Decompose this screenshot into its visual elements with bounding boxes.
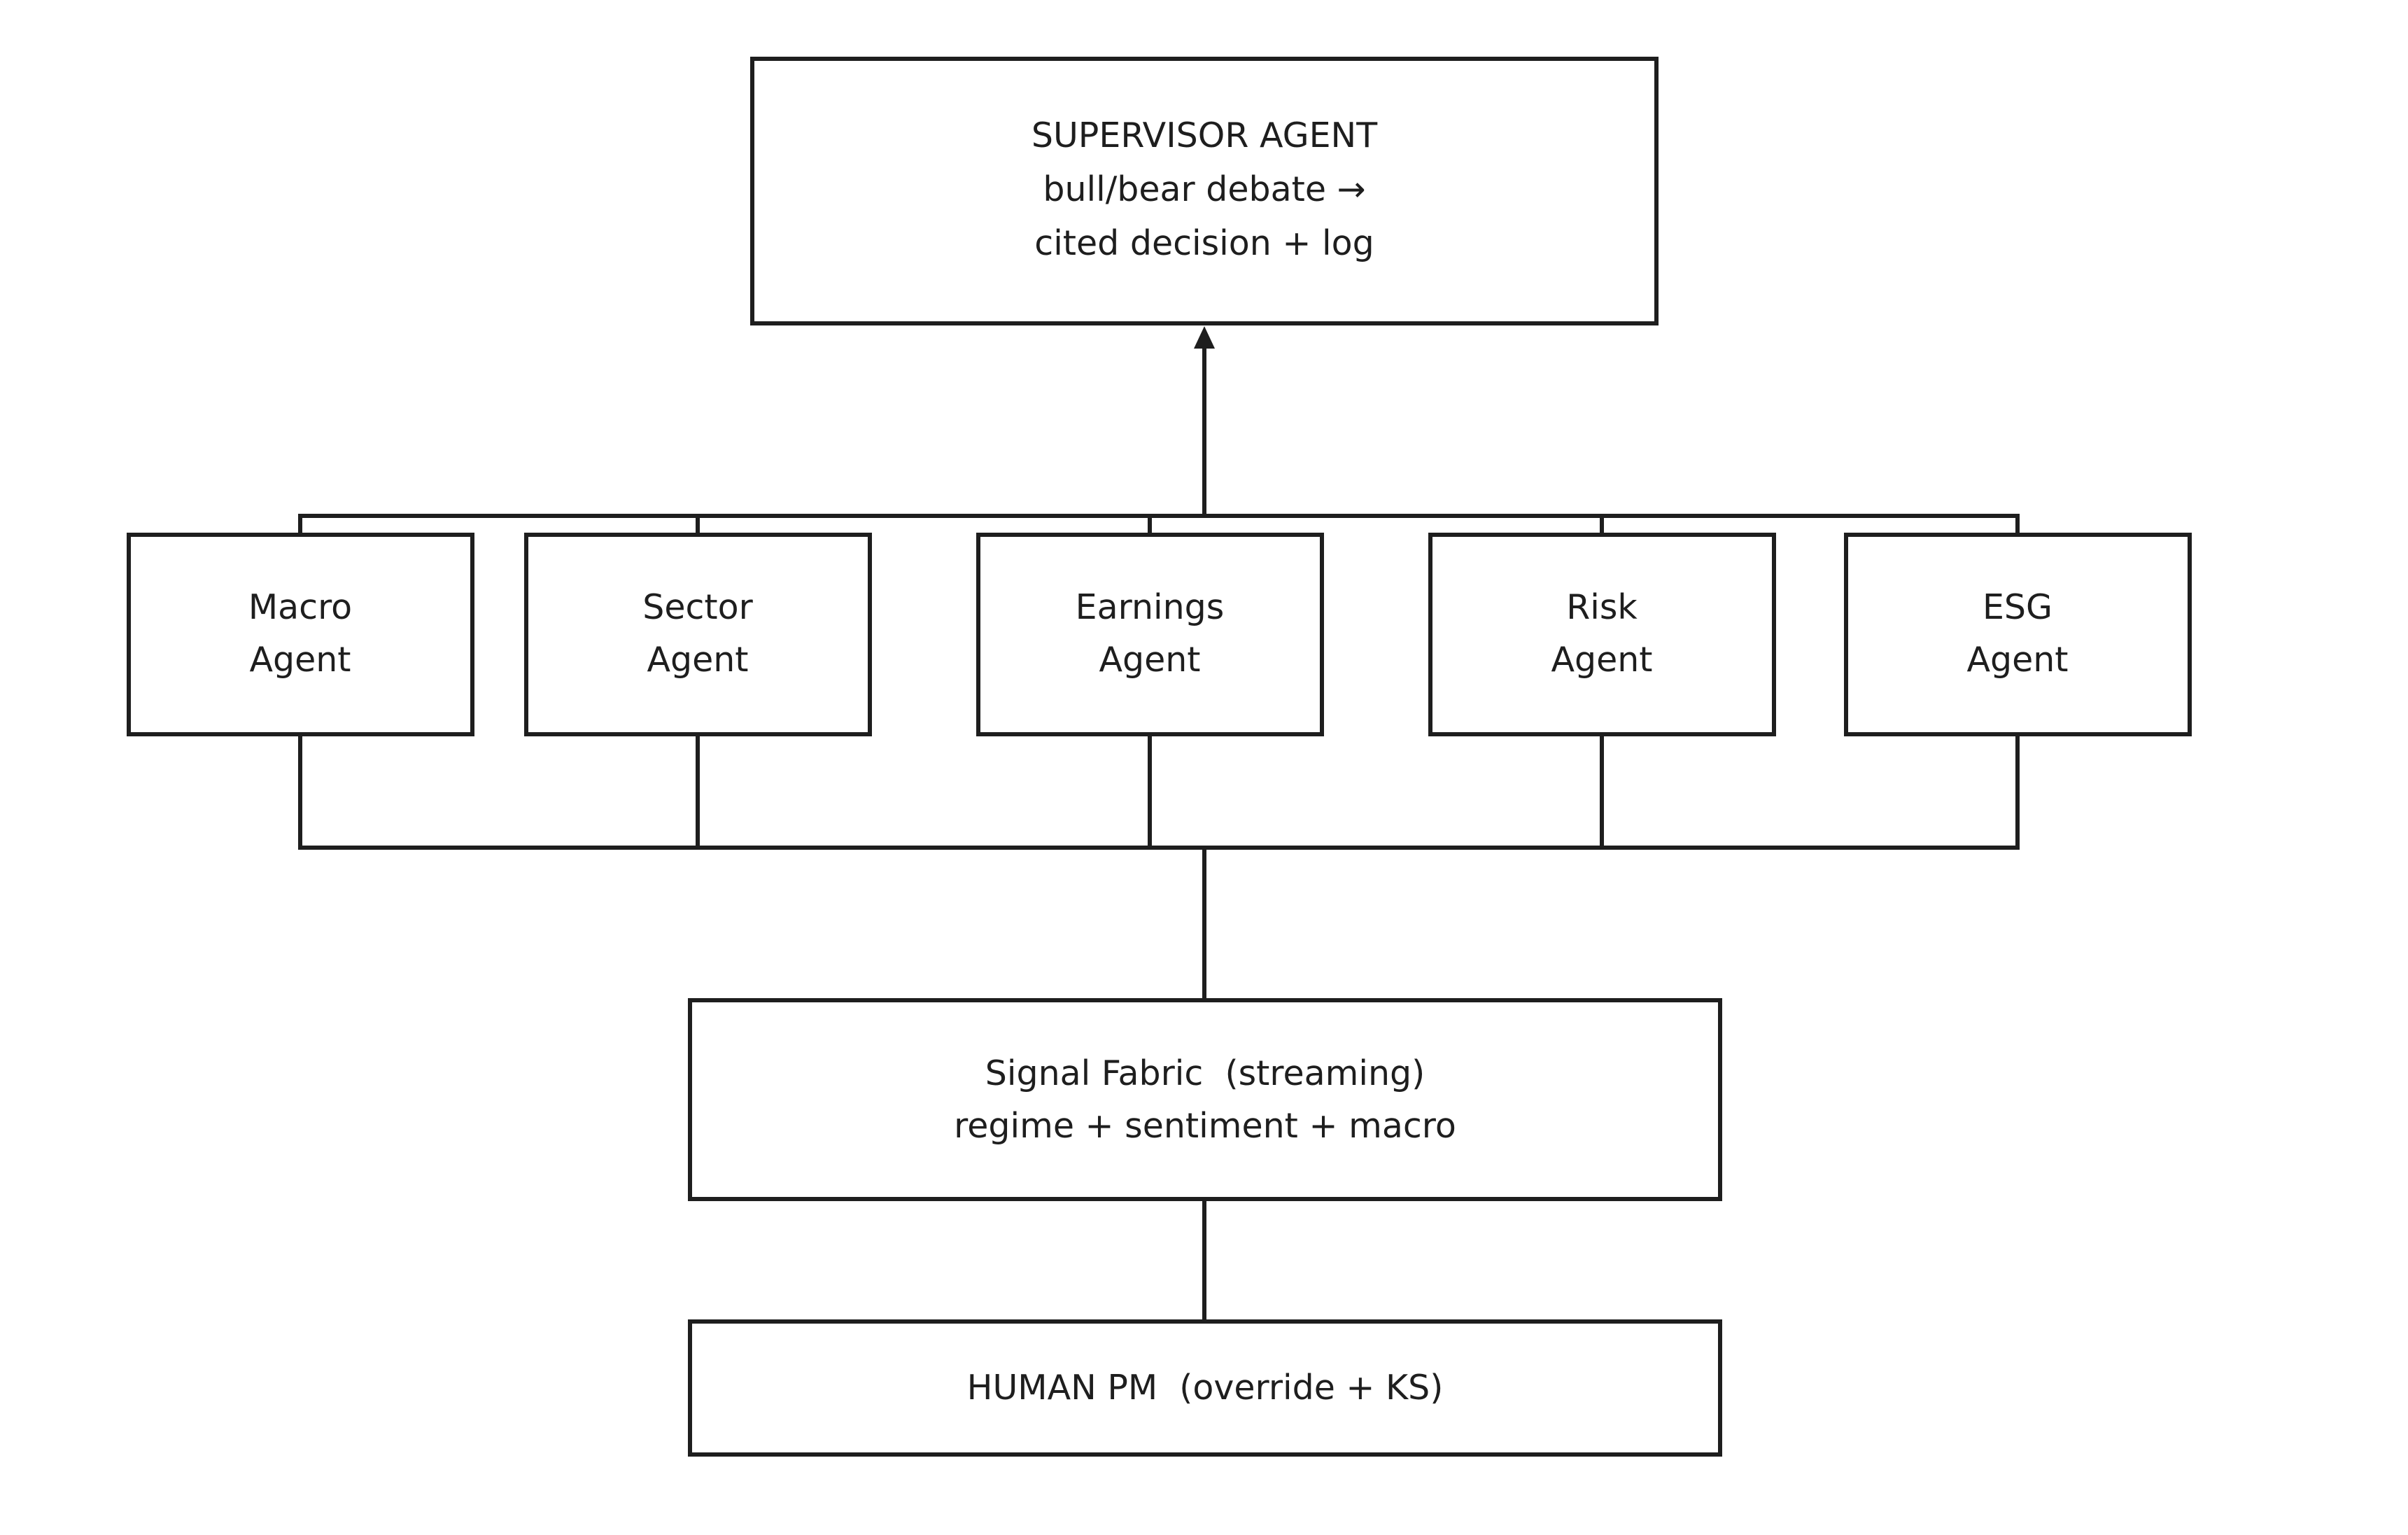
supervisor-agent-node: SUPERVISOR AGENT bull/bear debate → cite… <box>750 57 1659 325</box>
supervisor-agent-box <box>750 57 1659 325</box>
risk-agent-line-2: Agent <box>1551 640 1652 680</box>
risk-agent-node: Risk Agent <box>1428 533 1776 736</box>
earnings-agent-line-1: Earnings <box>1076 587 1225 627</box>
macro-agent-line-1: Macro <box>248 587 352 627</box>
sector-agent-line-2: Agent <box>647 640 748 680</box>
esg-agent-box <box>1844 533 2192 736</box>
macro-agent-node: Macro Agent <box>127 533 474 736</box>
signal-fabric-line-2: regime + sentiment + macro <box>954 1106 1456 1146</box>
human-pm-node: HUMAN PM (override + KS) <box>688 1319 1722 1457</box>
sector-agent-node: Sector Agent <box>524 533 872 736</box>
supervisor-agent-line-2: bull/bear debate → <box>1043 169 1365 209</box>
sector-agent-box <box>524 533 872 736</box>
supervisor-arrowhead <box>1194 326 1215 349</box>
macro-agent-line-2: Agent <box>249 640 351 680</box>
supervisor-agent-title: SUPERVISOR AGENT <box>1032 115 1378 155</box>
connectors <box>298 326 2020 1324</box>
earnings-agent-node: Earnings Agent <box>976 533 1324 736</box>
earnings-agent-line-2: Agent <box>1099 640 1200 680</box>
signal-fabric-line-1: Signal Fabric (streaming) <box>985 1053 1425 1093</box>
earnings-agent-box <box>976 533 1324 736</box>
signal-fabric-node: Signal Fabric (streaming) regime + senti… <box>688 998 1722 1201</box>
supervisor-agent-line-3: cited decision + log <box>1034 223 1374 263</box>
esg-agent-line-2: Agent <box>1966 640 2068 680</box>
risk-agent-box <box>1428 533 1776 736</box>
human-pm-label: HUMAN PM (override + KS) <box>967 1368 1444 1408</box>
risk-agent-line-1: Risk <box>1566 587 1638 627</box>
esg-agent-node: ESG Agent <box>1844 533 2192 736</box>
signal-fabric-box <box>688 998 1722 1201</box>
macro-agent-box <box>127 533 474 736</box>
human-pm-box <box>688 1319 1722 1457</box>
sector-agent-line-1: Sector <box>642 587 753 627</box>
esg-agent-line-1: ESG <box>1983 587 2053 627</box>
